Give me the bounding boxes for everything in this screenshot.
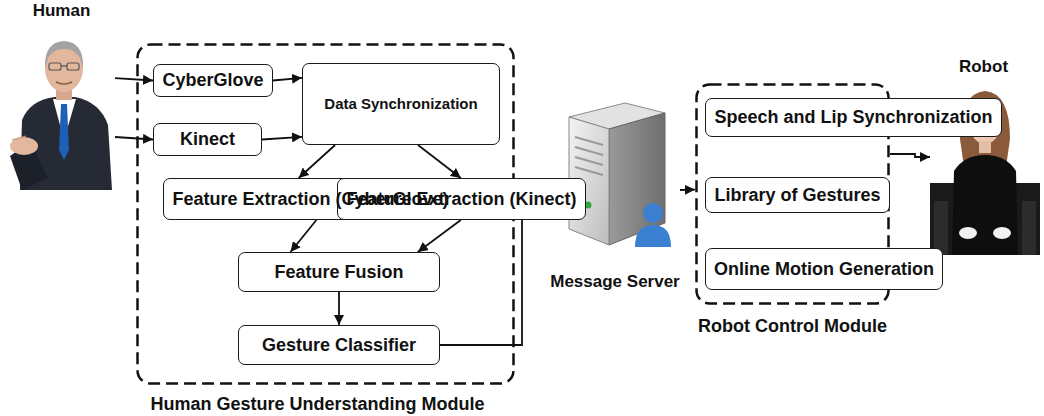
flow-arrow <box>418 220 461 252</box>
flow-arrow <box>338 292 340 325</box>
process-box: Library of Gestures <box>705 177 890 213</box>
process-box: Kinect <box>153 123 262 156</box>
flow-arrow <box>115 78 153 80</box>
process-box: Feature Extraction (Kinect) <box>337 178 586 220</box>
process-box: Feature Fusion <box>238 252 440 292</box>
picture-node: Human <box>8 0 115 192</box>
process-box: CyberGlove <box>153 64 273 97</box>
picture-caption: Robot <box>959 56 1008 77</box>
flow-arrow <box>890 154 930 157</box>
box-label: Feature Extraction (Kinect) <box>346 188 576 211</box>
flow-arrow <box>299 145 335 178</box>
flow-arrow <box>680 189 695 191</box>
box-label: Data Synchronization <box>324 93 477 116</box>
process-box: Data Synchronization <box>302 63 500 145</box>
picture-caption: Human <box>33 0 91 21</box>
flow-arrow <box>273 78 302 81</box>
human-photo <box>8 28 115 190</box>
box-label: Library of Gestures <box>714 184 880 207</box>
module-group: Human Gesture Understanding Module CyberG… <box>120 43 515 416</box>
picture-frame <box>8 28 115 190</box>
picture-frame <box>555 95 680 255</box>
process-box: Gesture Classifier <box>238 325 440 365</box>
box-label: Gesture Classifier <box>262 334 416 357</box>
flow-arrow <box>262 137 302 140</box>
box-label: Online Motion Generation <box>714 258 934 281</box>
flow-arrow <box>291 220 317 252</box>
box-label: CyberGlove <box>162 69 263 92</box>
box-label: Feature Fusion <box>274 261 403 284</box>
box-label: Speech and Lip Synchronization <box>714 106 992 129</box>
module-group: Robot Control ModuleSpeech and Lip Synch… <box>680 83 905 338</box>
server-icon <box>555 95 680 255</box>
picture-caption: Message Server <box>550 271 679 292</box>
process-box: Online Motion Generation <box>705 248 943 290</box>
flow-arrow <box>418 145 461 178</box>
flow-arrow <box>115 137 153 140</box>
box-label: Kinect <box>180 128 235 151</box>
module-title: Robot Control Module <box>698 315 887 338</box>
picture-node: Robot <box>925 56 1042 257</box>
module-title: Human Gesture Understanding Module <box>150 393 484 416</box>
process-box: Speech and Lip Synchronization <box>705 98 1002 137</box>
